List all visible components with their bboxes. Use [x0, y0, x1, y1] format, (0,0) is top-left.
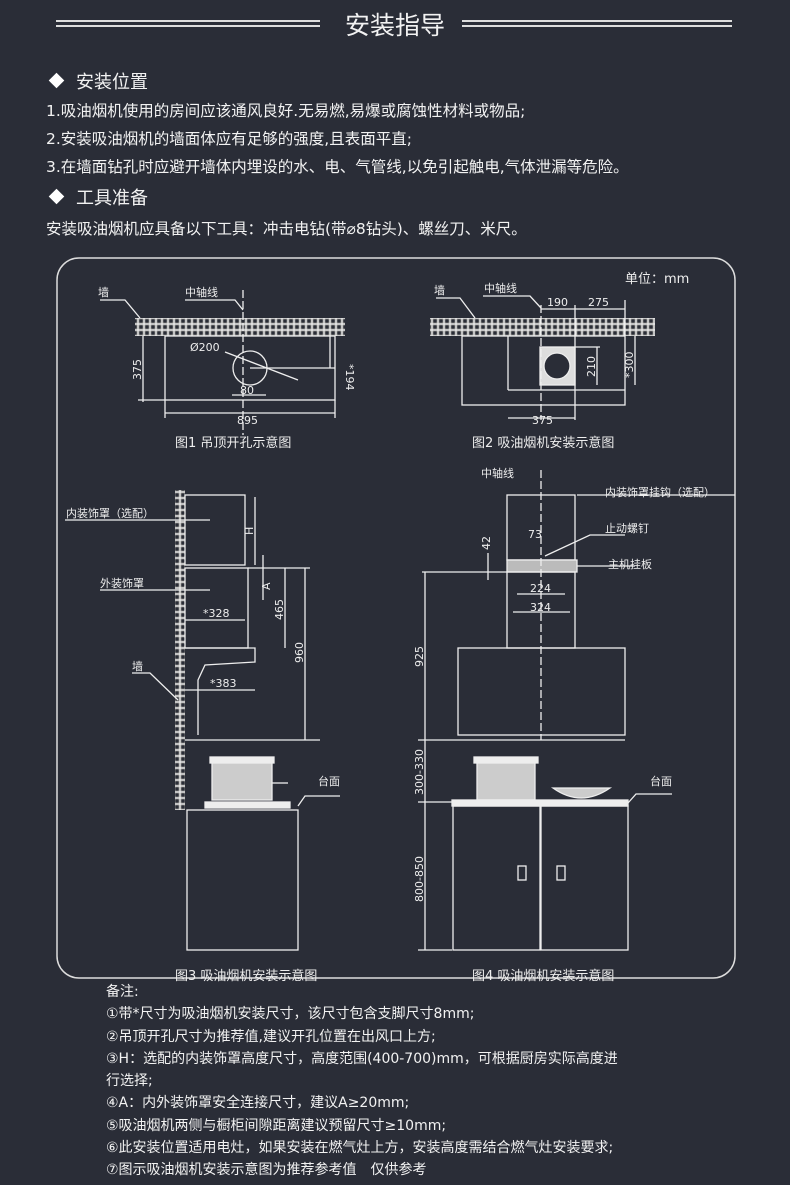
fig4-hook-label: 内装饰罩挂钩（选配）: [605, 485, 715, 499]
fig3-counter-label: 台面: [318, 774, 340, 788]
note-item: ③H：选配的内装饰罩高度尺寸，高度范围(400-700)mm，可根据厨房实际高度…: [106, 1050, 618, 1067]
fig1-dim-895: 895: [237, 414, 258, 427]
figure-1: 墙 中轴线 Ø200 375 *194 80 895 图1 吊顶开孔示意图: [98, 285, 356, 451]
section-tools-heading: 工具准备: [46, 184, 148, 210]
fig3-dim-H: H: [243, 527, 256, 535]
fig3-inner-cover-label: 内装饰罩（选配）: [66, 506, 154, 520]
title-rule-right: [462, 20, 732, 27]
fig3-dim-A: A: [260, 582, 273, 590]
fig4-dim-42: 42: [480, 536, 493, 550]
fig4-counter-label: 台面: [650, 774, 672, 788]
fig3-dim-960: 960: [293, 642, 306, 663]
fig3-wall-label: 墙: [132, 659, 143, 673]
position-item: 3.在墙面钻孔时应避开墙体内埋设的水、电、气管线,以免引起触电,气体泄漏等危险。: [46, 158, 629, 176]
fig4-dim-925: 925: [413, 646, 426, 667]
fig2-caption: 图2 吸油烟机安装示意图: [472, 435, 614, 451]
diagram-panel: [56, 257, 736, 979]
unit-label: 单位：mm: [625, 272, 689, 287]
figure-3: 内装饰罩（选配） 外装饰罩 墙 H A 465 960 *328 *383 台面…: [65, 490, 340, 984]
figure-2: 墙 中轴线 190 275 210 *300 375 图2 吸油烟机安装示意图: [430, 281, 655, 451]
note-item: ①带*尺寸为吸油烟机安装尺寸，该尺寸包含支脚尺寸8mm;: [106, 1006, 475, 1023]
notes-heading: 备注:: [106, 984, 139, 1000]
fig3-outer-cover-label: 外装饰罩: [100, 576, 144, 590]
notes: 备注: ①带*尺寸为吸油烟机安装尺寸，该尺寸包含支脚尺寸8mm; ②吊顶开孔尺寸…: [106, 981, 706, 1182]
figure-4: 中轴线 内装饰罩挂钩（选配） 止动螺钉 主机挂板 73 42 224 324 9…: [413, 466, 735, 984]
fig1-caption: 图1 吊顶开孔示意图: [175, 435, 291, 451]
note-item: ⑥此安装位置适用电灶，如果安装在燃气灶上方，安装高度需结合燃气灶安装要求;: [106, 1140, 614, 1157]
fig4-screw-label: 止动螺钉: [605, 522, 649, 535]
section-position-heading: 安装位置: [46, 68, 148, 94]
title-rule-left: [56, 20, 320, 27]
fig2-dim-375: 375: [532, 414, 553, 427]
fig2-dim-300: *300: [623, 352, 636, 379]
fig2-dim-210: 210: [585, 356, 598, 377]
tools-text: 安装吸油烟机应具备以下工具：冲击电钻(带⌀8钻头)、螺丝刀、米尺。: [46, 220, 527, 238]
fig3-dim-328: *328: [203, 607, 230, 620]
note-item: ⑦图示吸油烟机安装示意图为推荐参考值 仅供参考: [106, 1162, 427, 1179]
fig1-axis-label: 中轴线: [185, 285, 218, 299]
fig3-dim-383: *383: [210, 677, 237, 690]
fig1-wall-label: 墙: [98, 285, 109, 299]
fig4-dim-300-330: 300-330: [413, 749, 426, 795]
position-item: 2.安装吸油烟机的墙面体应有足够的强度,且表面平直;: [46, 130, 412, 148]
note-item: ⑤吸油烟机两侧与橱柜间隙距离建议预留尺寸≥10mm;: [106, 1117, 447, 1134]
fig1-dia-label: Ø200: [190, 341, 220, 354]
fig4-dim-800-850: 800-850: [413, 856, 426, 902]
fig2-wall-label: 墙: [434, 283, 445, 297]
fig2-axis-label: 中轴线: [484, 281, 517, 295]
fig4-dim-324: 324: [530, 601, 551, 614]
fig4-dim-73: 73: [528, 528, 542, 541]
page-title: 安装指导: [0, 8, 790, 44]
fig4-dim-224: 224: [530, 582, 551, 595]
fig1-dim-80: 80: [240, 384, 254, 397]
fig2-dim-190: 190: [547, 296, 568, 309]
fig4-axis-label: 中轴线: [481, 466, 514, 480]
fig1-dim-375: 375: [131, 359, 144, 380]
fig1-dim-194: *194: [343, 364, 356, 391]
fig4-caption: 图4 吸油烟机安装示意图: [472, 968, 614, 984]
fig3-caption: 图3 吸油烟机安装示意图: [175, 968, 317, 984]
note-item: ④A：内外装饰罩安全连接尺寸，建议A≥20mm;: [106, 1095, 410, 1112]
position-item: 1.吸油烟机使用的房间应该通风良好.无易燃,易爆或腐蚀性材料或物品;: [46, 102, 526, 120]
fig4-plate-label: 主机挂板: [608, 557, 652, 571]
note-item: 行选择;: [106, 1073, 153, 1090]
note-item: ②吊顶开孔尺寸为推荐值,建议开孔位置在出风口上方;: [106, 1028, 436, 1045]
fig2-dim-275: 275: [588, 296, 609, 309]
fig3-dim-465: 465: [273, 599, 286, 620]
